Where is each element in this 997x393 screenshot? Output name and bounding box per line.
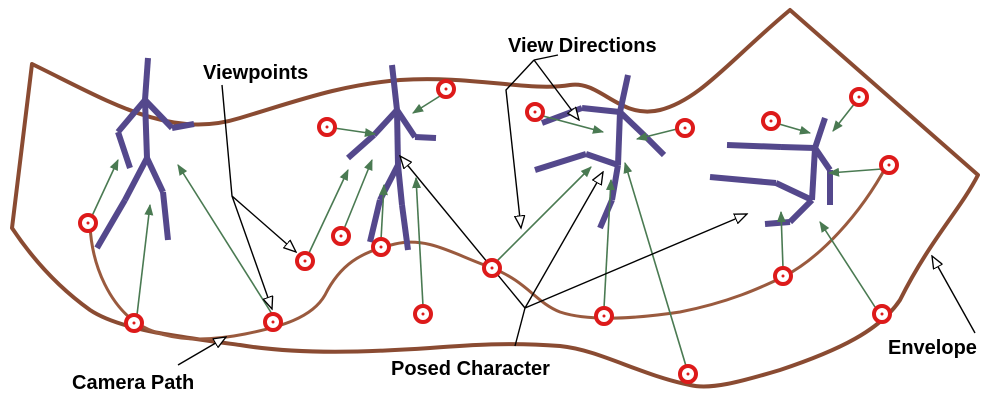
viewpoint-marker [482, 258, 502, 278]
envelope-callout [932, 256, 976, 334]
viewpoint-marker [317, 117, 337, 137]
view-direction-arrow [832, 102, 856, 132]
envelope-boundary [10, 8, 980, 389]
posed-character-1 [94, 57, 195, 250]
camera-path-label: Camera Path [72, 372, 194, 393]
view-direction-arrows [91, 95, 883, 367]
view-direction-arrow [778, 123, 812, 135]
view-direction-arrow [776, 210, 786, 269]
view-direction-arrow [635, 128, 678, 141]
viewpoints-callout [221, 84, 296, 252]
viewpoint-marker [78, 213, 98, 233]
viewpoint-marker [371, 237, 391, 257]
viewpoint-marker [849, 87, 869, 107]
view-direction-arrow [91, 158, 119, 217]
viewpoint-marker [413, 304, 433, 324]
viewpoint-marker [773, 266, 793, 286]
viewpoint-marker [525, 102, 545, 122]
view-direction-arrow [412, 176, 424, 307]
viewpoint-marker [124, 313, 144, 333]
view-directions-callout [533, 59, 579, 120]
camera-path [88, 164, 889, 341]
view-direction-arrow [343, 158, 373, 230]
view-direction-arrow [819, 221, 876, 308]
viewpoint-marker [331, 226, 351, 246]
viewpoints-label: Viewpoints [203, 62, 308, 84]
viewpoint-marker [295, 251, 315, 271]
view-direction-arrow [412, 95, 441, 114]
posed-character-2 [346, 64, 437, 251]
view-direction-arrow [333, 127, 377, 137]
viewpoint-marker [436, 79, 456, 99]
posed-character-callout [400, 156, 526, 309]
posed-character-callout [514, 307, 526, 347]
viewpoint-marker [872, 304, 892, 324]
posed-character-4 [709, 117, 833, 227]
view-direction-arrow [542, 115, 605, 134]
posed-character-3 [534, 74, 667, 230]
viewpoint-marker [675, 118, 695, 138]
view-direction-arrow [136, 203, 154, 316]
camera-path-callout [177, 337, 226, 366]
view-direction-arrow [378, 183, 388, 241]
envelope-label: Envelope [888, 337, 977, 359]
view-directions-callout [505, 59, 535, 228]
view-direction-arrow [603, 178, 615, 309]
viewpoint-marker [594, 306, 614, 326]
viewpoints [78, 79, 899, 384]
view-directions-callout [533, 54, 559, 61]
posed-character-label: Posed Character [391, 358, 550, 380]
viewpoint-marker [879, 155, 899, 175]
posed-character-callout [524, 172, 603, 309]
view-direction-arrow [496, 166, 592, 262]
callout-lines [177, 54, 976, 366]
view-directions-label: View Directions [508, 35, 657, 57]
viewpoints-callout [231, 195, 272, 309]
view-direction-arrow [308, 168, 349, 254]
view-direction-arrow [827, 167, 883, 177]
view-direction-arrow [623, 161, 687, 367]
posed-character-callout [524, 214, 747, 309]
viewpoint-marker [263, 312, 283, 332]
view-direction-arrow [177, 164, 273, 315]
viewpoint-marker [761, 111, 781, 131]
viewpoint-marker [678, 364, 698, 384]
